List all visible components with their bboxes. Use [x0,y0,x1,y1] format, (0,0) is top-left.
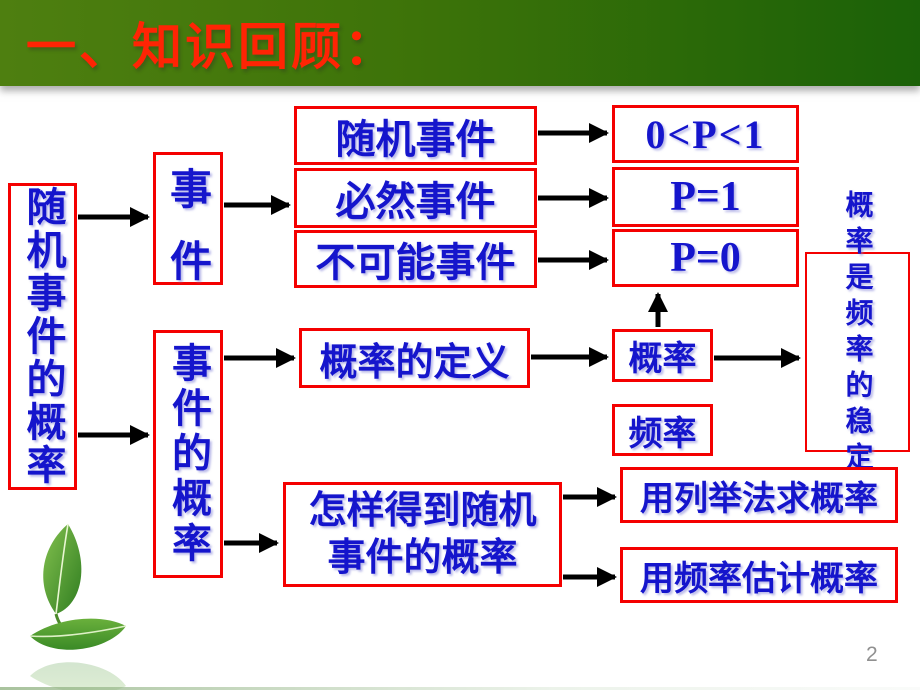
node-frequency-estimate: 用频率估计概率 [620,547,898,603]
node-p-equals-0: P=0 [612,229,799,287]
bottom-divider [0,687,920,690]
node-event-label: 事件 [164,167,212,311]
how-line-1: 怎样得到随机 [308,489,537,532]
leaf-shapes [29,523,127,650]
leaf-image [29,523,127,690]
node-probability: 概率 [612,329,713,382]
node-stable-value-label: 概率是频率的稳定值 [842,190,874,514]
node-root-label: 随机事件的概率 [20,186,65,487]
node-random-event: 随机事件 [294,106,537,165]
node-event-probability: 事件的概率 [153,330,223,578]
title-banner: 一、知识回顾： [0,0,920,86]
how-line-2: 事件的概率 [327,536,518,579]
node-p-between-0-1: 0<P<1 [612,105,799,163]
leaf-reflection [30,662,126,690]
node-event: 事件 [153,152,223,311]
page-number: 2 [866,643,878,666]
node-event-probability-label: 事件的概率 [166,341,210,567]
node-probability-definition: 概率的定义 [299,328,530,388]
slide-title: 一、知识回顾： [26,19,397,75]
node-enumeration-method: 用列举法求概率 [620,467,898,523]
node-certain-event: 必然事件 [294,168,537,228]
node-p-equals-1: P=1 [612,167,799,227]
node-random-event-probability: 随机事件的概率 [8,183,77,490]
node-impossible-event: 不可能事件 [294,230,537,288]
node-how-to-get-probability: 怎样得到随机 事件的概率 [283,482,562,587]
node-frequency: 频率 [612,404,713,456]
node-probability-stable-value: 概率是频率的稳定值 [805,190,910,514]
